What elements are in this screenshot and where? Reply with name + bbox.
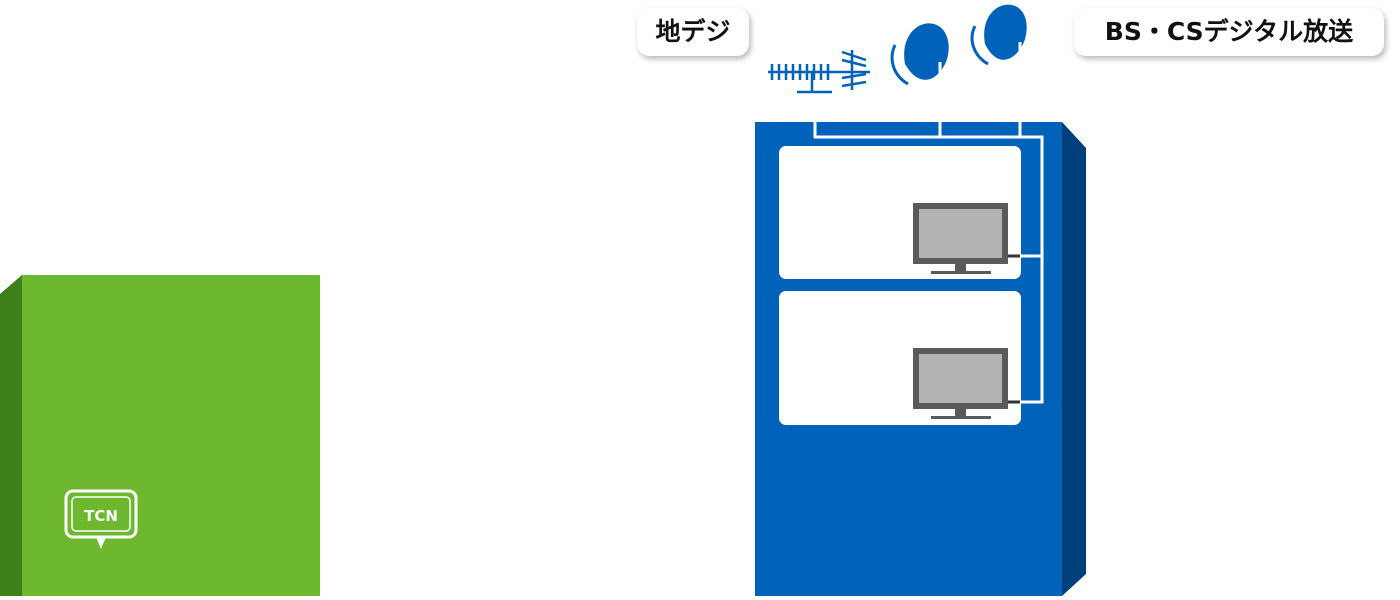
tv-icon [913,203,1008,274]
tv-icon [913,348,1008,419]
tcn-logo-icon: TCN [64,489,138,549]
terrestrial-label: 地デジ [637,8,749,56]
green-building: TCN [0,275,320,596]
cable-wiring [813,66,1044,404]
tcn-logo-text: TCN [84,507,118,525]
green-building-side [0,275,22,596]
satellite-label: BS・CSデジタル放送 [1074,8,1384,56]
green-building-front [22,275,320,596]
satellite-dish-icon [890,23,949,90]
satellite-bubble-tail [1050,24,1076,42]
apartment-building-side [1062,122,1086,596]
satellite-dish-icon [970,4,1027,66]
apartment-building [755,66,1086,596]
uhf-antenna-icon [768,50,870,94]
